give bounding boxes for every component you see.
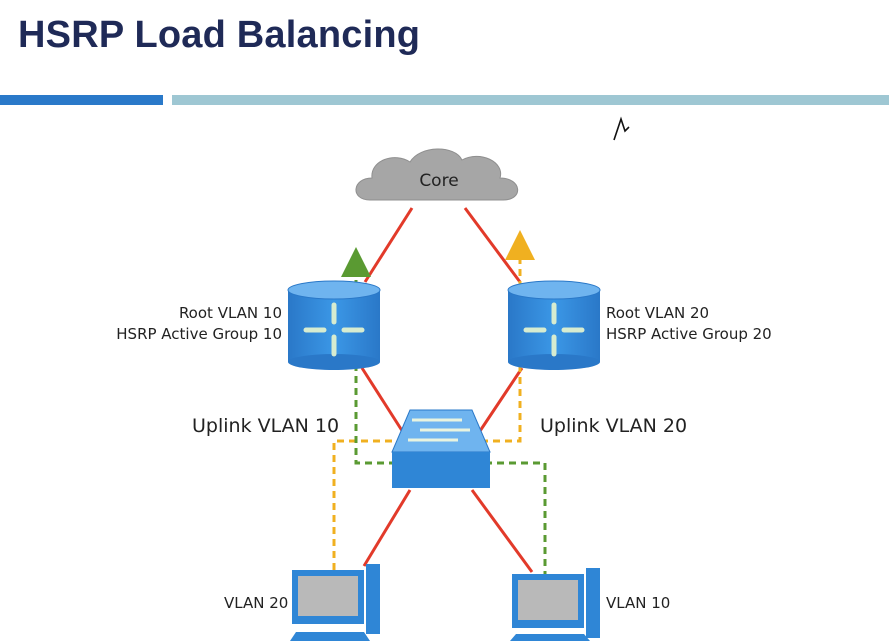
link-core-left-router	[363, 207, 414, 283]
page-title: HSRP Load Balancing	[18, 14, 421, 56]
uplink-right-label: Uplink VLAN 20	[540, 415, 687, 437]
access-switch-icon	[391, 409, 491, 488]
pc-left-label: VLAN 20	[224, 594, 288, 612]
uplink-left-label: Uplink VLAN 10	[192, 415, 339, 437]
multilayer-switch-icon	[287, 280, 381, 370]
link-right-router-access	[472, 367, 524, 441]
link-access-pc-left	[362, 489, 412, 567]
workstation-icon	[290, 564, 380, 641]
link-core-right-router	[463, 207, 522, 283]
accent-bar-right	[172, 95, 889, 105]
cloud-icon	[355, 148, 519, 201]
right-router-label-line2: HSRP Active Group 20	[606, 325, 772, 343]
multilayer-switch-icon	[507, 280, 601, 370]
link-access-pc-right	[470, 489, 534, 573]
physical-links	[360, 207, 534, 573]
left-router-label-line1: Root VLAN 10	[179, 304, 282, 322]
cursor-mark-icon	[613, 116, 630, 141]
pc-right-label: VLAN 10	[606, 594, 670, 612]
link-left-router-access	[360, 367, 410, 441]
accent-bar-left	[0, 95, 163, 105]
right-router-label-line1: Root VLAN 20	[606, 304, 709, 322]
workstation-icon	[510, 568, 600, 641]
core-label: Core	[419, 171, 458, 191]
left-router-label-line2: HSRP Active Group 10	[116, 325, 282, 343]
